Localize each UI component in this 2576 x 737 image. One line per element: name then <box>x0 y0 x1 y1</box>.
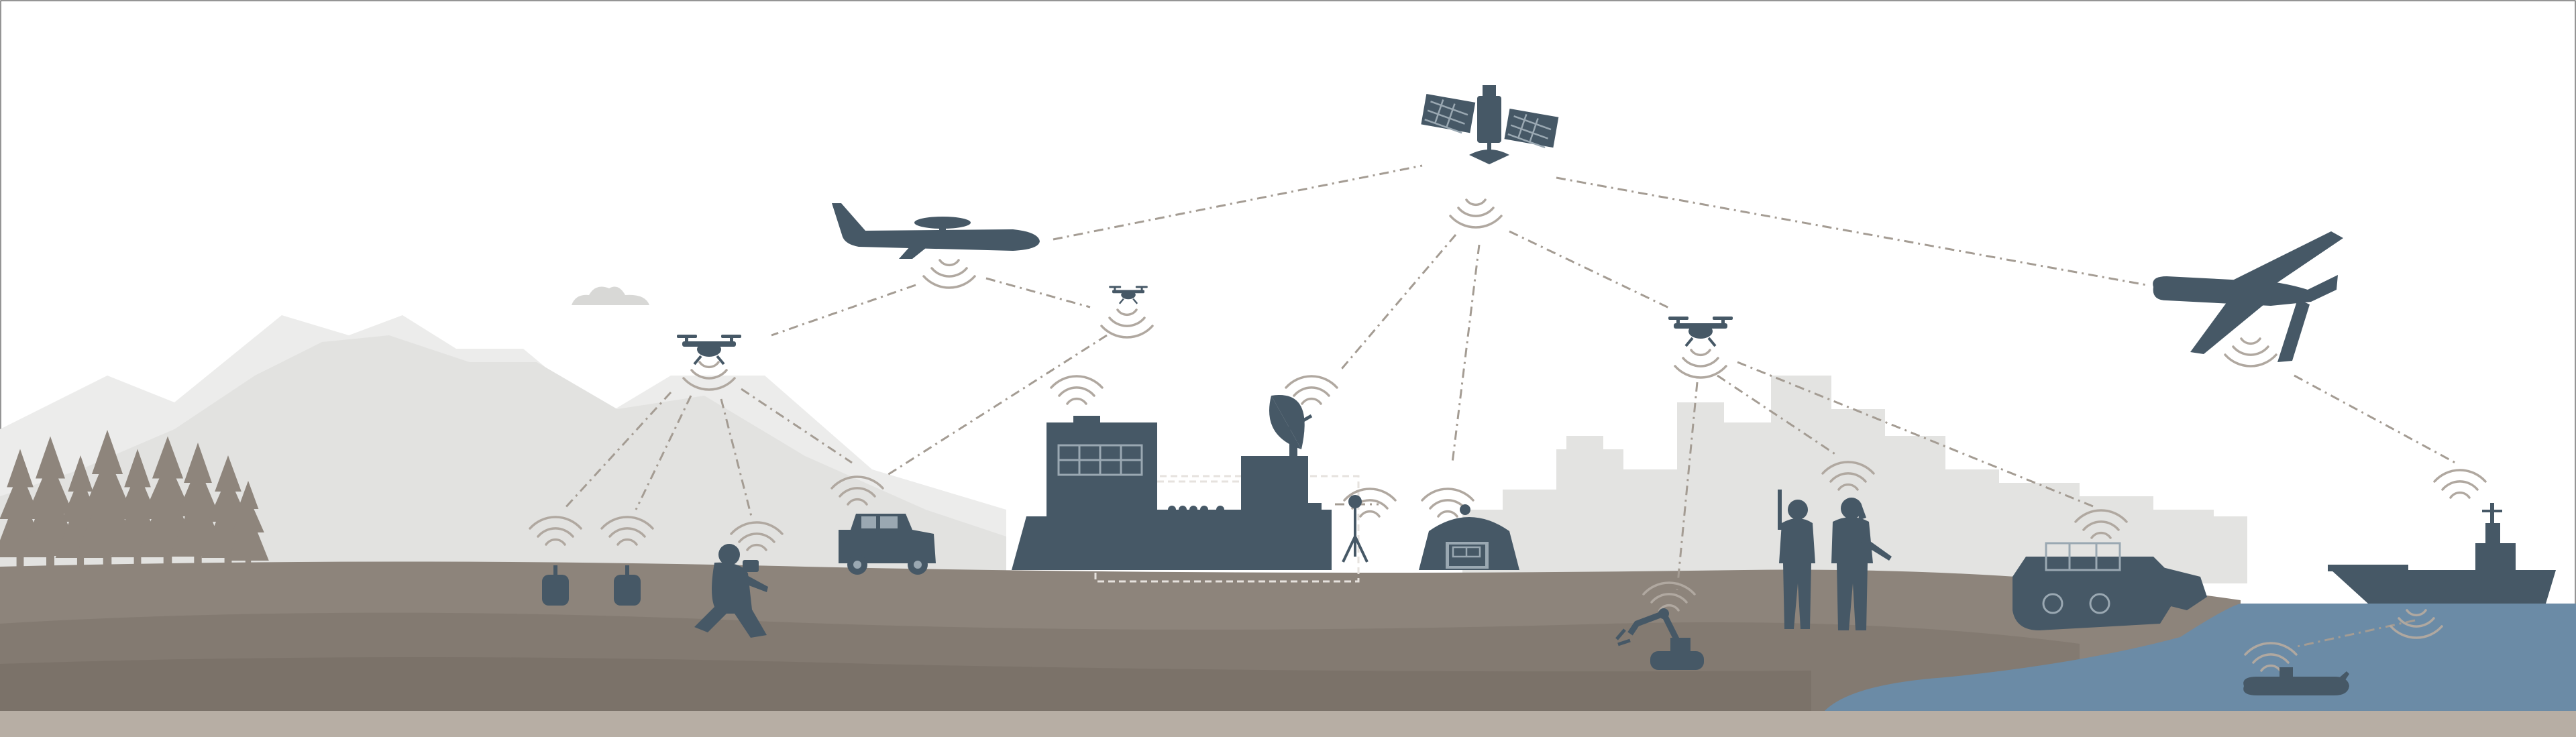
link-quad-sensor2 <box>635 395 692 510</box>
link-satellite-uav <box>1556 176 2147 286</box>
satellite-dish-icon <box>1269 395 1313 460</box>
shelter-tent-icon <box>1419 504 1519 570</box>
uav-drone-icon <box>2153 231 2343 362</box>
communication-links <box>562 164 2456 648</box>
signal-waves-icon <box>2433 469 2487 499</box>
link-awacs-minidrone <box>985 277 1091 308</box>
ground-band <box>0 711 2576 737</box>
link-satellite-shelter <box>1451 244 1481 463</box>
antenna-mast-icon <box>1342 495 1368 563</box>
signal-waves-icon <box>922 259 976 289</box>
link-satellite-dish <box>1340 234 1457 370</box>
mini-drone-icon <box>1108 285 1149 304</box>
link-drone-soldiers <box>1717 374 1839 457</box>
kneeling-soldier-icon <box>694 544 768 638</box>
aircraft-carrier-icon <box>2328 503 2556 604</box>
link-satellite-drone <box>1509 230 1671 310</box>
bomb-disposal-robot-icon <box>1615 608 1704 670</box>
awacs-aircraft-icon <box>832 203 1040 259</box>
standing-soldiers-icon <box>1778 490 1892 630</box>
command-building-icon <box>1012 416 1332 570</box>
link-awacs-quad <box>771 284 916 337</box>
link-quad-sensor1 <box>562 391 672 511</box>
standing-soldiers-icon <box>1167 506 1225 545</box>
command-network-boundary <box>1094 475 1360 583</box>
link-drone-robot <box>1676 382 1699 591</box>
satellite-icon <box>1421 85 1559 164</box>
link-awacs-satellite <box>1053 164 1423 241</box>
cloud <box>572 286 649 305</box>
signal-waves-icon <box>1100 308 1154 339</box>
signal-waves-icon <box>2224 337 2277 367</box>
link-drone-ugv <box>1737 361 2094 508</box>
signal-waves-icon <box>1449 199 1503 229</box>
quadcopter-drone-icon <box>1667 315 1734 347</box>
link-quad-vehicle <box>741 388 853 464</box>
signal-waves-icon <box>1674 349 1727 379</box>
signal-waves-icon <box>1050 375 1104 405</box>
armored-vehicle-icon <box>839 514 936 575</box>
network-assets <box>542 85 2556 695</box>
city-skyline <box>1462 376 2247 583</box>
quadcopter-drone-icon <box>676 333 743 365</box>
water <box>1825 604 2576 711</box>
background-landscape <box>0 286 2247 583</box>
unmanned-ground-vehicle-icon <box>2012 542 2207 630</box>
link-minidrone-vehicle <box>885 334 1108 477</box>
link-uav-carrier <box>2294 374 2456 464</box>
submarine-icon <box>2243 667 2349 695</box>
